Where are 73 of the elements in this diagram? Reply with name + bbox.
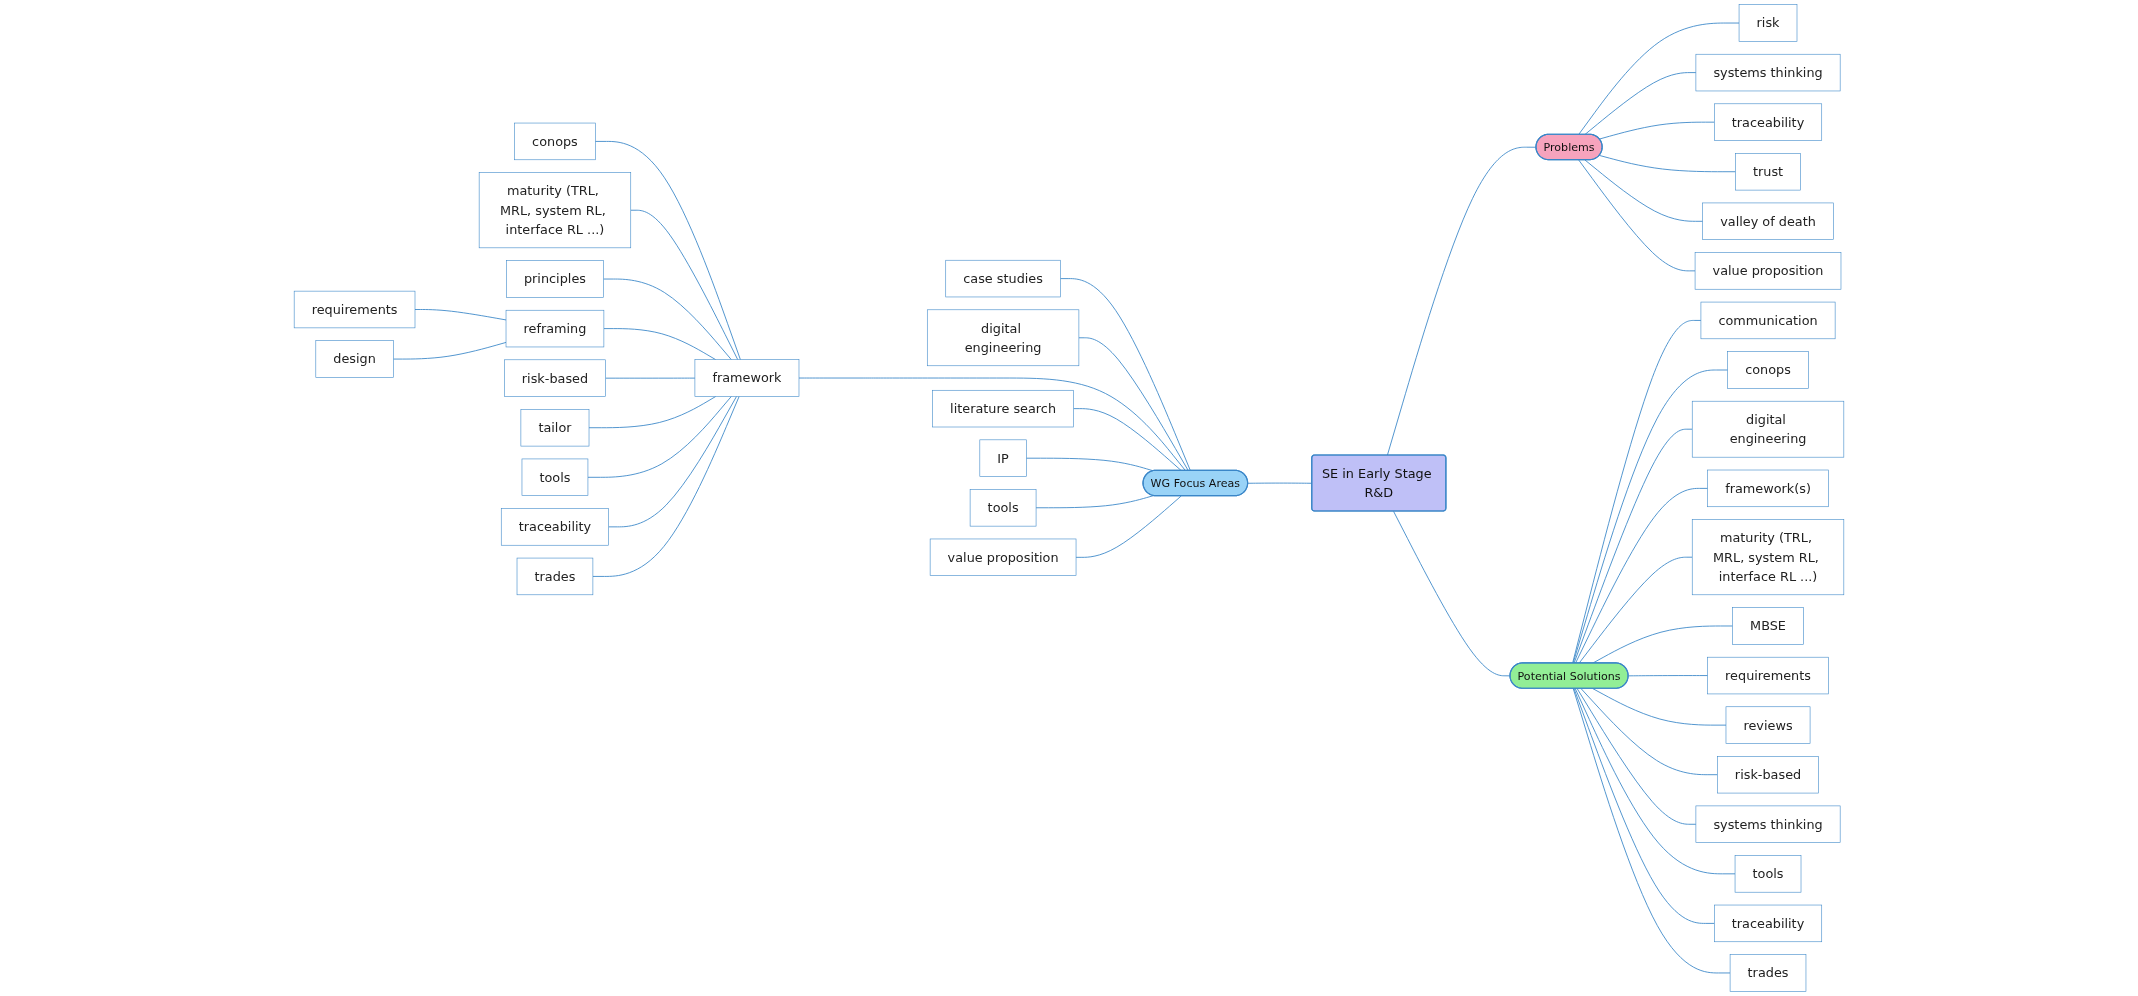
node-box: risk-based [1717,756,1819,794]
node-box: framework(s) [1707,469,1829,508]
node-box: IP [979,439,1027,477]
connector [1578,22,1740,135]
connector [1393,510,1511,677]
connector [1025,457,1154,472]
connector [1572,369,1729,664]
connector [1584,72,1697,135]
connector [1575,487,1709,664]
connector [1572,688,1731,974]
connector [592,395,740,577]
connector [1075,495,1182,558]
connector [1584,159,1704,222]
connector [588,395,717,429]
connector [392,342,507,360]
connector [608,395,737,528]
node-box: tools [969,489,1037,527]
node-box: maturity (TRL, MRL, system RL, interface RL ...) [478,172,632,249]
connector [1572,320,1702,664]
node-box: principles [506,260,604,298]
node-box: framework [694,359,800,397]
connector [1073,408,1182,472]
connector [587,395,732,478]
node-box: tools [1734,855,1802,893]
connector [1578,159,1696,272]
node-box: literature search [932,389,1074,428]
node-box: traceability [500,508,609,546]
node-box: reviews [1725,706,1811,744]
node-box: case studies [945,259,1061,298]
connector [603,328,717,361]
node-box: digital engineering [1691,400,1845,458]
node-box: reframing [505,309,605,348]
connector [1573,688,1715,924]
node-box: digital engineering [927,309,1080,367]
connector [1576,688,1697,825]
node-box: value proposition [1694,252,1842,290]
node-box: conops [1727,351,1809,389]
node-box: trades [516,557,594,596]
node-box: valley of death [1702,202,1834,240]
node-box: trust [1735,153,1801,191]
connector [603,278,732,361]
connector [594,140,741,361]
connector [1599,155,1736,173]
connector [798,377,1186,472]
connector [1078,337,1189,472]
connector [1386,146,1537,456]
connector [1060,278,1191,472]
node-box: risk-based [504,359,606,397]
node-box: traceability [1714,904,1823,943]
node-box: tailor [520,409,590,447]
node-box: communication [1700,301,1836,340]
connector [630,209,739,361]
node-box: systems thinking [1695,805,1841,843]
node-box: maturity (TRL, MRL, system RL, interface RL ...) [1691,519,1845,596]
connector [1574,688,1736,875]
connector [605,377,696,379]
node-box: conops [514,122,596,161]
connector [1580,688,1718,776]
connector [1573,428,1693,664]
node-box: tools [521,458,589,496]
node-box: risk [1738,4,1798,42]
node-box: traceability [1714,103,1823,141]
connector [414,309,507,321]
node-box: value proposition [929,538,1077,576]
node-box: design [315,340,394,378]
node-box: requirements [1707,656,1829,695]
connector [1578,556,1693,664]
node-box: trades [1729,954,1807,992]
node-box: systems thinking [1695,53,1841,92]
node-box: MBSE [1732,607,1804,645]
node-box: requirements [293,290,416,329]
connector [1592,688,1727,726]
connector [1599,121,1715,140]
